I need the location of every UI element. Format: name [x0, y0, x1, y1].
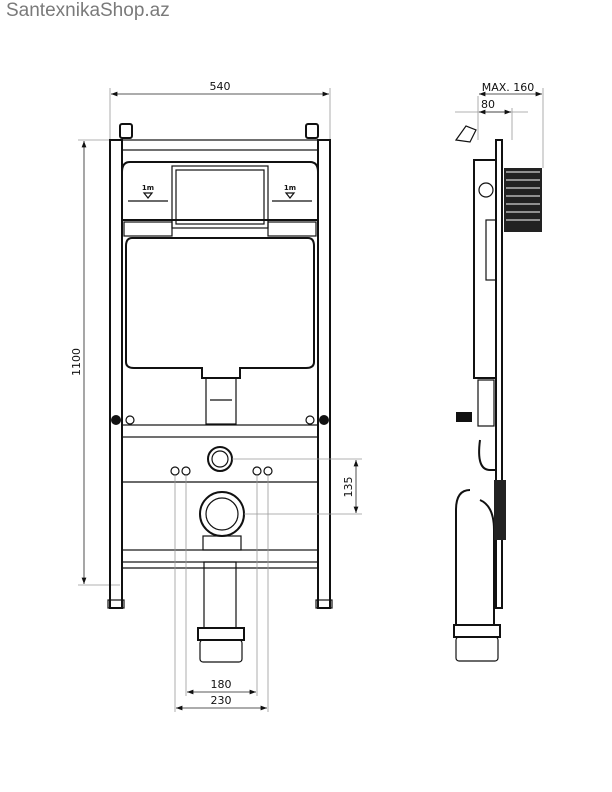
width-dimension: 540: [210, 80, 231, 93]
flush-height-dimension: 135: [342, 477, 355, 498]
depth-dimension: 80: [481, 98, 495, 111]
outer-spacing-dimension: 230: [211, 694, 232, 707]
tank-label-right: 1m: [284, 184, 296, 192]
height-dimension: 1100: [70, 348, 83, 376]
watermark: SantexnikaShop.az: [6, 0, 170, 21]
tank-label-left: 1m: [142, 184, 154, 192]
max-depth-dimension: MAX. 160: [482, 81, 535, 94]
side-view: MAX. 160 80: [453, 81, 544, 662]
front-view: 540 1100 1m 1m: [70, 80, 362, 712]
inner-spacing-dimension: 180: [211, 678, 232, 691]
